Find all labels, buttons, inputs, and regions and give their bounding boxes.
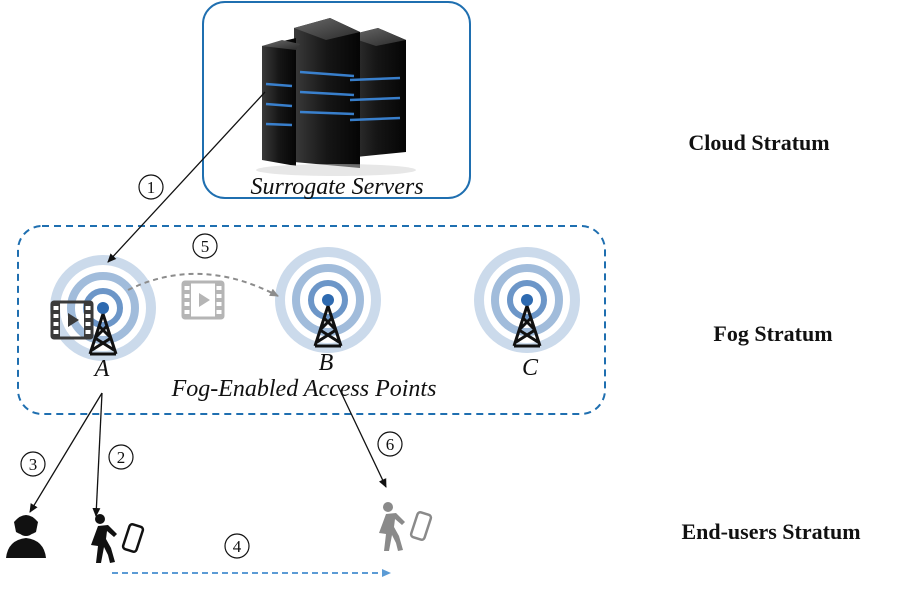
fog-label: Fog-Enabled Access Points	[171, 376, 437, 402]
user-icon	[6, 515, 46, 558]
arrow-step-1	[107, 91, 266, 263]
svg-text:2: 2	[117, 448, 126, 467]
stratum-fog: Fog Stratum	[713, 321, 832, 346]
svg-text:4: 4	[233, 537, 242, 556]
step-marker-3: 3	[20, 451, 46, 477]
step-marker-1: 1	[138, 174, 164, 200]
ap-label-b: B	[319, 350, 334, 376]
pedestrian-icon-moved	[377, 500, 433, 553]
stratum-cloud: Cloud Stratum	[688, 130, 829, 155]
arrow-step-2	[92, 392, 103, 517]
fog-box	[17, 225, 606, 415]
arrow-step-3	[29, 392, 103, 513]
step-marker-2: 2	[108, 444, 134, 470]
svg-text:3: 3	[29, 455, 38, 474]
wireless-tower-icon-b	[280, 252, 376, 348]
wireless-tower-icon-c	[479, 252, 575, 348]
svg-text:6: 6	[386, 435, 395, 454]
ap-label-a: A	[93, 356, 110, 382]
arrow-step-5	[127, 272, 279, 297]
cloud-box	[202, 1, 471, 199]
stratum-end-users: End-users Stratum	[681, 519, 860, 544]
arrow-step-6	[337, 385, 387, 488]
step-marker-5: 5	[192, 233, 218, 259]
cloud-label: Surrogate Servers	[250, 174, 423, 200]
server-rack-icon	[256, 18, 416, 176]
wireless-tower-icon-a	[55, 260, 151, 356]
ap-label-c: C	[522, 355, 539, 381]
svg-text:1: 1	[147, 178, 156, 197]
step-marker-6: 6	[377, 431, 403, 457]
pedestrian-icon	[89, 512, 145, 565]
step-marker-4: 4	[224, 533, 250, 559]
video-file-icon-transfer	[181, 280, 225, 320]
svg-text:5: 5	[201, 237, 210, 256]
